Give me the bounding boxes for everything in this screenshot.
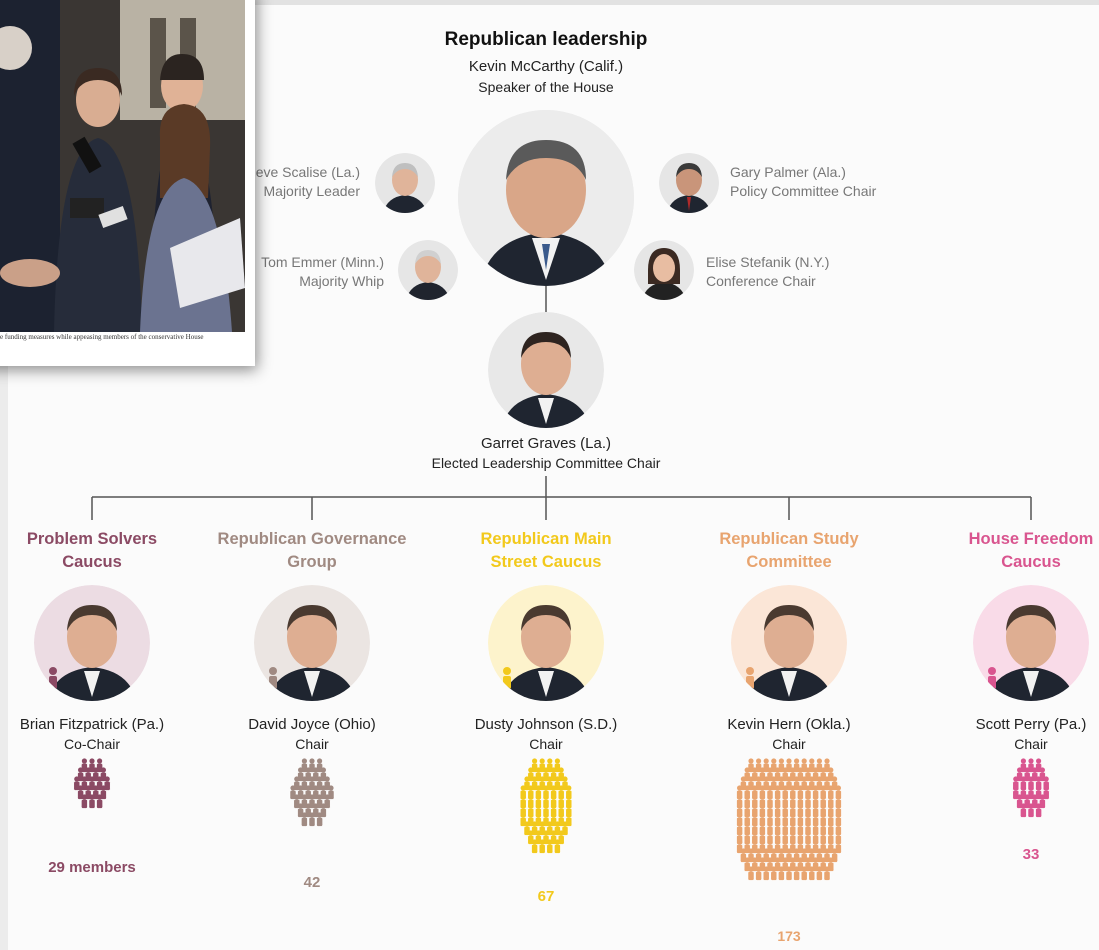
elc-chair-portrait [488,312,604,428]
majority-leader-name: eve Scalise (La.) [255,164,360,180]
leader-role: Chair [295,736,329,752]
member-clusters [73,758,1050,881]
leader-name: Dusty Johnson (S.D.) [474,716,618,733]
person-icon [254,585,370,701]
leader-role: Chair [1014,736,1048,752]
member-figure [793,866,800,881]
photo-caption: e funding measures while appeasing membe… [0,333,204,341]
member-figure [778,866,785,881]
conference-chair-portrait [634,240,694,300]
member-figure [831,848,838,863]
top-border [0,0,1099,5]
leader-portrait [973,585,1089,701]
leader-role: Co-Chair [63,736,120,752]
leader-portrait [34,585,150,701]
member-figure [1035,803,1042,818]
person-icon [398,240,458,300]
member-figure [96,776,103,791]
person-icon [731,585,847,701]
conference-chair-role: Conference Chair [706,273,816,289]
speaker-name: Kevin McCarthy (Calif.) [468,58,624,75]
leader-name: David Joyce (Ohio) [248,716,376,733]
majority-leader-role: Majority Leader [263,183,361,199]
member-figure [747,866,755,881]
speaker-portrait [458,110,634,286]
leader-name: Brian Fitzpatrick (Pa.) [19,716,165,733]
leader-name: Scott Perry (Pa.) [975,716,1087,733]
majority-leader-portrait [375,153,435,213]
left-edge-strip [0,366,8,950]
policy-chair-portrait [659,153,719,213]
member-figure [762,866,770,881]
member-figure [531,839,538,854]
person-icon [488,585,604,701]
leader-role: Chair [529,736,563,752]
member-figure [1020,803,1027,818]
member-count: 33 [1022,846,1040,863]
member-figure [755,866,762,881]
member-figure [785,866,793,881]
news-photo-card: e funding measures while appeasing membe… [0,0,255,366]
person-icon [659,153,719,213]
conference-chair-name: Elise Stefanik (N.Y.) [706,254,830,270]
person-icon [458,110,634,286]
member-figure [816,866,823,881]
person-icon [34,585,150,701]
policy-chair-role: Policy Committee Chair [730,183,877,199]
member-figure [554,839,561,854]
member-figure [1027,803,1035,818]
majority-whip-portrait [398,240,458,300]
member-figure [538,839,546,854]
person-icon [634,240,694,300]
elc-chair-name: Garret Graves (La.) [480,435,612,452]
member-figure [88,794,96,809]
majority-whip-role: Majority Whip [299,273,384,289]
member-count: 29 members [48,859,136,876]
member-count: 67 [537,888,555,905]
member-count: 173 [777,928,801,944]
majority-whip-name: Tom Emmer (Minn.) [261,254,384,270]
member-figure [800,866,808,881]
leader-role: Chair [772,736,806,752]
leader-portrait [731,585,847,701]
member-figure [808,866,816,881]
leader-portrait [488,585,604,701]
leader-name: Kevin Hern (Okla.) [727,716,851,733]
member-figure [770,866,778,881]
member-figure [96,794,103,809]
policy-chair-name: Gary Palmer (Ala.) [730,164,846,180]
leadership-title: Republican leadership [444,29,648,50]
person-icon [375,153,435,213]
member-count: 42 [303,874,321,891]
member-figure [823,866,831,881]
person-icon [973,585,1089,701]
member-figure [81,794,88,809]
leader-portrait [254,585,370,701]
person-icon [488,312,604,428]
member-figure [308,812,316,827]
member-figure [546,839,554,854]
elc-chair-role: Elected Leadership Committee Chair [431,455,661,471]
member-figure [301,812,308,827]
member-figure [316,812,323,827]
speaker-role: Speaker of the House [478,79,614,95]
press-scrum-photo [0,0,245,332]
